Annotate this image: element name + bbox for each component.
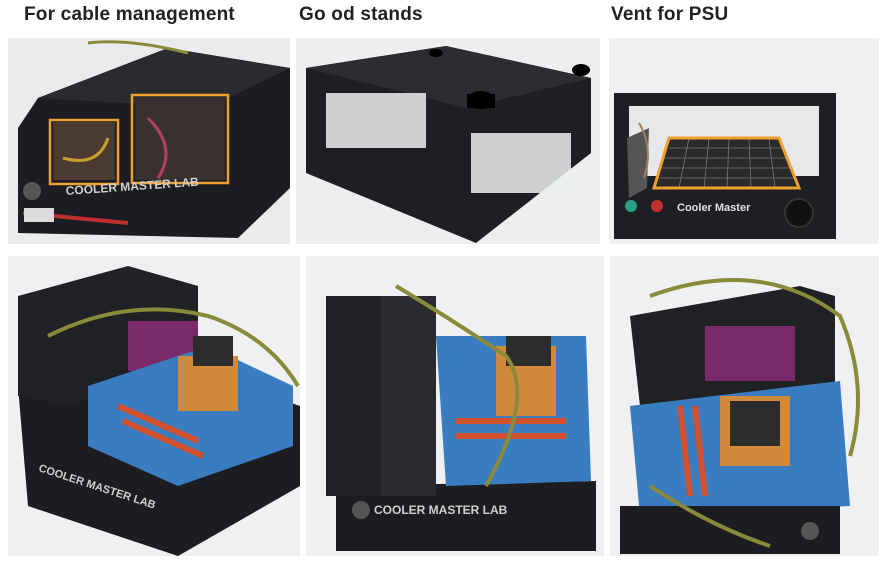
photo-assembled-left: COOLER MASTER LAB xyxy=(8,256,300,556)
brand-cm-text: Cooler Master xyxy=(677,202,751,214)
caption-good-stands: Go od stands xyxy=(299,4,423,25)
photo-good-stands xyxy=(296,38,600,244)
photo-assembled-center: COOLER MASTER LAB xyxy=(306,256,604,556)
highlight-box-small xyxy=(48,118,120,186)
photo-assembled-right xyxy=(610,256,879,556)
highlight-box-large xyxy=(130,93,230,185)
caption-cable-management: For cable management xyxy=(24,4,235,25)
photo-vent-psu: Cooler Master xyxy=(609,38,879,244)
photo-cable-management: COOLER MASTER LAB xyxy=(8,38,290,244)
vent-highlight xyxy=(651,136,802,190)
brand-lab-text-3: COOLER MASTER LAB xyxy=(374,503,508,517)
caption-vent-psu: Vent for PSU xyxy=(611,4,729,25)
